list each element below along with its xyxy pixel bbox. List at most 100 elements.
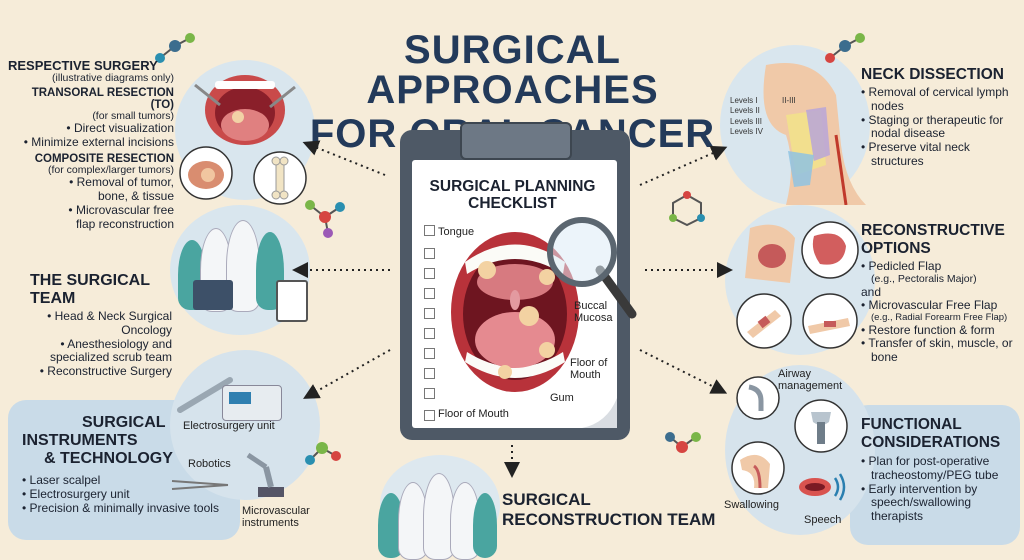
label-micro-line-2: instruments bbox=[242, 517, 299, 530]
reconstruction-team-title: SURGICAL RECONSTRUCTION TEAM bbox=[502, 490, 715, 529]
clipboard-clasp bbox=[460, 122, 572, 160]
list-item: Electrosurgery unit bbox=[22, 487, 237, 502]
team-section: THE SURGICAL TEAM Head & Neck Surgical O… bbox=[30, 272, 172, 379]
label-tongue: Tongue bbox=[438, 226, 475, 238]
checkbox[interactable] bbox=[424, 410, 435, 421]
checkbox[interactable] bbox=[424, 328, 435, 339]
list-item: Precision & minimally invasive tools bbox=[22, 501, 237, 516]
functional-heading-1: FUNCTIONAL bbox=[861, 416, 962, 433]
checkbox[interactable] bbox=[424, 308, 435, 319]
resection-note: (illustrative diagrams only) bbox=[52, 72, 174, 84]
recon-team-line-1: SURGICAL bbox=[502, 490, 591, 509]
list-item: Pedicled Flap bbox=[861, 259, 1021, 274]
checkbox[interactable] bbox=[424, 288, 435, 299]
resection-heading: RESPECTIVE SURGERY bbox=[8, 58, 158, 73]
tumor-tissue-illustration bbox=[179, 146, 233, 200]
checkbox[interactable] bbox=[424, 248, 435, 259]
cr-note: (for complex/larger tumors) bbox=[47, 163, 174, 176]
list-item: Microvascular Free Flap bbox=[861, 299, 1021, 313]
label-floor-line-2: Mouth bbox=[570, 369, 601, 382]
magnifying-glass-icon bbox=[547, 217, 637, 319]
label-floor-bottom: Floor of Mouth bbox=[438, 408, 509, 420]
list-item: Restore function & form bbox=[861, 323, 1021, 338]
oral-cavity-diagram bbox=[451, 232, 579, 392]
list-item: Transfer of skin, muscle, or bone bbox=[861, 337, 1021, 365]
recon-item2-note: (e.g., Radial Forearm Free Flap) bbox=[871, 312, 1008, 324]
airway-tube-illustration bbox=[736, 376, 780, 420]
page-curl bbox=[582, 398, 617, 428]
checkbox[interactable] bbox=[424, 388, 435, 399]
unit-screen bbox=[229, 392, 251, 404]
instruments-heading-3: & TECHNOLOGY bbox=[44, 450, 173, 467]
checklist-title-line-1: SURGICAL PLANNING bbox=[429, 178, 596, 195]
bone-illustration bbox=[253, 151, 307, 205]
checklist-title-line-2: CHECKLIST bbox=[468, 195, 557, 213]
recon-heading-1: RECONSTRUCTIVE bbox=[861, 222, 1005, 239]
forceps-illustration bbox=[171, 480, 229, 490]
checkbox[interactable] bbox=[424, 225, 435, 236]
list-item: Anesthesiology and specialized scrub tea… bbox=[30, 337, 172, 366]
to-heading: TRANSORAL RESECTION (TO) bbox=[31, 86, 174, 111]
recon-and: and bbox=[861, 285, 882, 300]
list-item: Removal of tumor, bone, & tissue bbox=[48, 175, 174, 204]
neck-dissection-section: NECK DISSECTION Removal of cervical lymp… bbox=[861, 66, 1021, 169]
arm-flap-illustration bbox=[736, 293, 792, 349]
label-airway-line-1: Airway bbox=[778, 368, 812, 380]
tracheostomy-illustration bbox=[794, 399, 848, 453]
list-item: Removal of cervical lymph nodes bbox=[861, 85, 1021, 114]
list-item: Early intervention by speech/swallowing … bbox=[861, 482, 1021, 524]
list-item: Microvascular free flap reconstruction bbox=[48, 203, 174, 232]
surgical-team-illustration bbox=[178, 210, 308, 330]
list-item: Reconstructive Surgery bbox=[30, 364, 172, 379]
reconstruction-team-illustration bbox=[378, 468, 498, 560]
label-speech: Speech bbox=[804, 514, 842, 526]
label-floor-line-1: Floor of bbox=[570, 357, 608, 369]
label-airway: Airway management bbox=[778, 368, 842, 392]
team-member bbox=[473, 493, 497, 558]
computer-monitor bbox=[193, 280, 233, 310]
checklist-title: SURGICAL PLANNING CHECKLIST bbox=[420, 178, 605, 212]
label-gum: Gum bbox=[550, 392, 574, 404]
to-note: (for small tumors) bbox=[92, 109, 174, 122]
instruments-section: SURGICAL INSTRUMENTS & TECHNOLOGY Laser … bbox=[22, 414, 237, 515]
label-airway-line-2: management bbox=[778, 380, 843, 393]
checkbox[interactable] bbox=[424, 368, 435, 379]
team-heading-1: THE SURGICAL bbox=[30, 272, 150, 289]
recon-team-line-2: RECONSTRUCTION TEAM bbox=[502, 509, 716, 529]
forearm-flap-illustration bbox=[802, 293, 858, 349]
list-item: Preserve vital neck structures bbox=[861, 140, 1021, 169]
cr-heading: COMPOSITE RESECTION bbox=[34, 152, 174, 165]
molecule-icon bbox=[665, 432, 701, 453]
neck-levels-labels: Levels I Levels II Levels III Levels IV bbox=[730, 96, 763, 138]
list-item: Head & Neck Surgical Oncology bbox=[30, 309, 172, 338]
instruments-heading-2: INSTRUMENTS bbox=[22, 432, 138, 449]
neck-heading: NECK DISSECTION bbox=[861, 66, 1004, 83]
team-heading-2: TEAM bbox=[30, 290, 76, 307]
swallowing-illustration bbox=[731, 441, 785, 495]
instruments-heading-1: SURGICAL bbox=[82, 414, 166, 431]
resection-section: RESPECTIVE SURGERY (illustrative diagram… bbox=[8, 58, 174, 231]
checkbox[interactable] bbox=[424, 348, 435, 359]
functional-heading-2: CONSIDERATIONS bbox=[861, 434, 1001, 451]
label-swallowing: Swallowing bbox=[724, 499, 780, 511]
molecule-icon bbox=[155, 33, 195, 63]
neck-level: Levels III bbox=[730, 116, 763, 126]
recon-item1-note: (e.g., Pectoralis Major) bbox=[871, 272, 977, 285]
checkbox[interactable] bbox=[424, 268, 435, 279]
robotic-arm-illustration bbox=[246, 452, 284, 497]
neck-diagram-label: II-III bbox=[782, 96, 796, 105]
clipboard-icon bbox=[276, 280, 308, 322]
label-buccal-line-2: Mucosa bbox=[574, 312, 613, 325]
neck-anatomy-illustration bbox=[763, 63, 866, 205]
transoral-mouth-illustration bbox=[194, 75, 296, 145]
label-robotics: Robotics bbox=[188, 458, 231, 470]
recon-heading-2: OPTIONS bbox=[861, 240, 931, 257]
molecule-icon bbox=[825, 33, 865, 63]
list-item: Staging or therapeutic for nodal disease bbox=[861, 113, 1021, 142]
label-microvascular: Microvascular instruments bbox=[242, 505, 310, 529]
list-item: Plan for post-operative tracheostomy/PEG… bbox=[861, 454, 1021, 483]
reconstructive-section: RECONSTRUCTIVE OPTIONS Pedicled Flap (e.… bbox=[861, 222, 1021, 365]
title-line-1: SURGICAL APPROACHES bbox=[366, 28, 659, 112]
list-item: Laser scalpel bbox=[22, 473, 237, 488]
